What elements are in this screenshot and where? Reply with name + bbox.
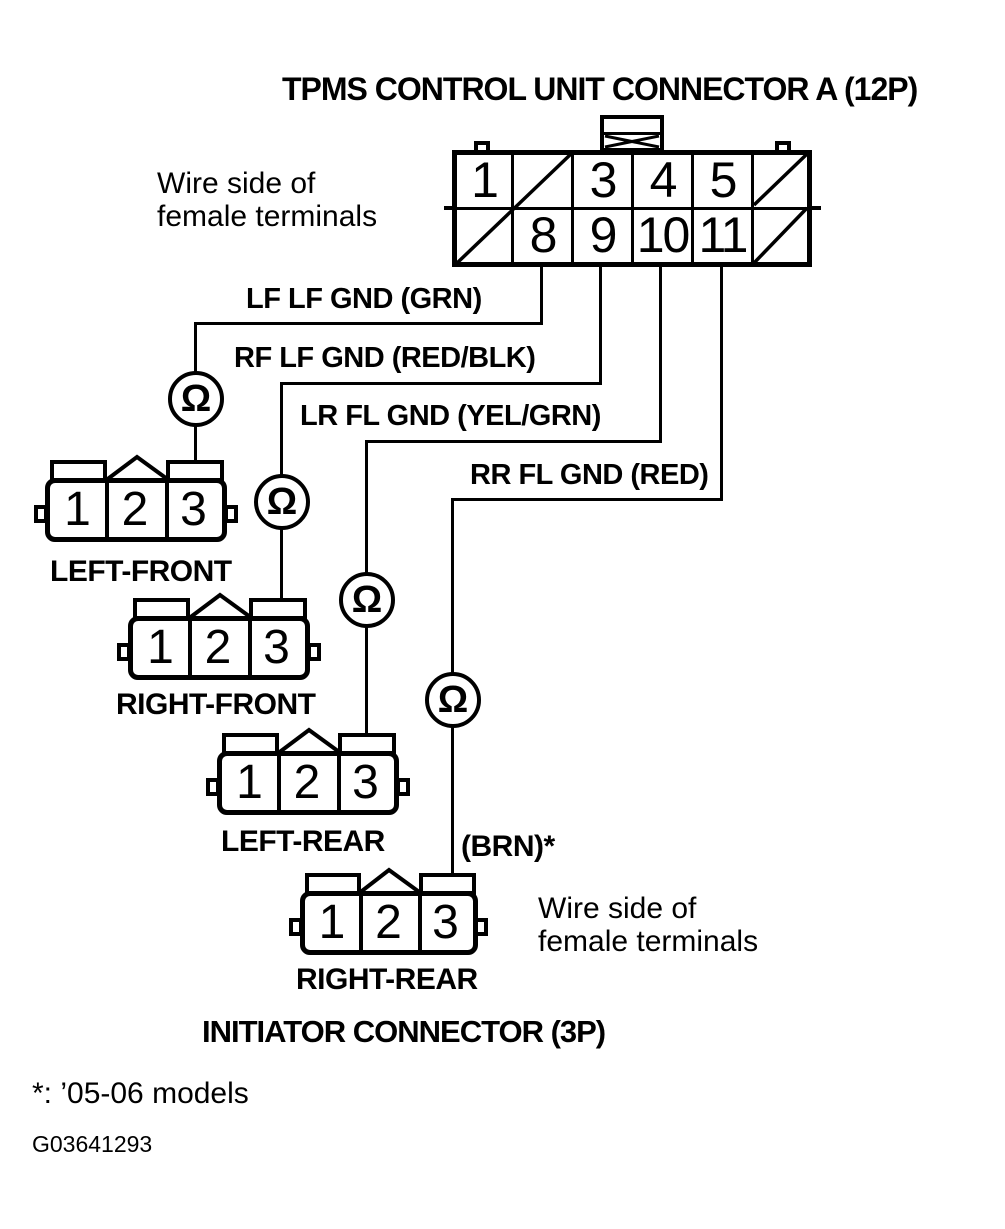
- omega-icon: Ω: [168, 371, 224, 427]
- lf-label: LEFT-FRONT: [50, 555, 232, 588]
- wire-side-note-line1: Wire side of: [538, 892, 697, 925]
- wire-side-note-right: Wire side of female terminals: [538, 892, 758, 958]
- omega-icon: Ω: [339, 572, 395, 628]
- rr-pin-3: 3: [432, 896, 459, 949]
- wire-label-rf: RF LF GND (RED/BLK): [234, 342, 536, 374]
- pin-cell-10: 10: [636, 207, 691, 263]
- pin-divider: [105, 483, 109, 537]
- pin-divider: [165, 483, 169, 537]
- omega-icon: Ω: [254, 474, 310, 530]
- omega-glyph: Ω: [180, 377, 212, 420]
- rf-pin-1: 1: [147, 621, 174, 674]
- wire-10-run: [365, 440, 662, 443]
- initiator-connector-left-rear: 1 2 3: [217, 751, 399, 815]
- pin-divider: [359, 896, 363, 950]
- rr-pin-1: 1: [318, 896, 346, 949]
- pin-divider: [277, 756, 281, 810]
- initiator-title: INITIATOR CONNECTOR (3P): [202, 1014, 606, 1049]
- lrr-pin-2: 2: [293, 756, 321, 809]
- omega-glyph: Ω: [351, 578, 383, 621]
- models-footnote: *: ’05-06 models: [32, 1077, 249, 1110]
- lf-pin-1: 1: [64, 483, 91, 536]
- lrr-pin-1: 1: [236, 756, 263, 809]
- wire-side-note-line1: Wire side of: [157, 167, 316, 200]
- wire-11-drop: [720, 265, 723, 501]
- omega-glyph: Ω: [266, 480, 298, 523]
- lock-tab-x-icon: [604, 135, 660, 148]
- col-divider: [751, 155, 754, 262]
- pin-cell-8: 8: [529, 207, 558, 263]
- rf-pin-2: 2: [204, 621, 232, 674]
- pin-divider: [418, 896, 422, 950]
- wire-8-run: [194, 322, 543, 325]
- pin-cell-9: 9: [589, 207, 618, 263]
- initiator-connector-left-front: 1 2 3: [45, 478, 227, 542]
- omega-icon: Ω: [425, 672, 481, 728]
- wire-10-drop: [659, 265, 662, 443]
- connector-a-right-notch: [811, 206, 821, 210]
- col-divider: [631, 155, 634, 262]
- pin-cell-3: 3: [589, 152, 618, 208]
- pin-divider: [188, 621, 192, 675]
- lrr-label: LEFT-REAR: [221, 825, 385, 858]
- pin-cell-1: 1: [471, 152, 499, 208]
- omega-glyph: Ω: [437, 678, 469, 721]
- wire-9-run: [280, 382, 602, 385]
- wire-8-drop: [540, 265, 543, 325]
- pin-cell-4: 4: [649, 152, 678, 208]
- initiator-connector-right-rear: 1 2 3: [300, 891, 478, 955]
- pin-cell-5: 5: [709, 152, 738, 208]
- wire-11-run: [451, 498, 723, 501]
- rf-label: RIGHT-FRONT: [116, 688, 316, 721]
- lf-pin-3: 3: [180, 483, 207, 536]
- connector-a-lock-tab: [600, 115, 664, 152]
- pin-divider: [248, 621, 252, 675]
- brn-note: (BRN)*: [461, 830, 555, 863]
- wire-label-lr: LR FL GND (YEL/GRN): [300, 400, 601, 432]
- wire-side-note-line2: female terminals: [538, 925, 759, 958]
- wire-label-rr: RR FL GND (RED): [470, 459, 709, 491]
- initiator-connector-right-front: 1 2 3: [128, 616, 310, 680]
- wire-side-note-line2: female terminals: [157, 200, 378, 233]
- lock-tab-divider: [604, 132, 660, 135]
- page-title: TPMS CONTROL UNIT CONNECTOR A (12P): [282, 71, 918, 107]
- lrr-pin-3: 3: [352, 756, 379, 809]
- figure-id: G03641293: [32, 1131, 153, 1157]
- pin-cell-11: 11: [698, 207, 749, 263]
- pin-divider: [337, 756, 341, 810]
- connector-a-body: 1 3 4 5 8 9 10 11: [452, 150, 812, 267]
- rr-label: RIGHT-REAR: [296, 963, 478, 996]
- rr-pin-2: 2: [375, 896, 402, 949]
- rf-pin-3: 3: [263, 621, 290, 674]
- col-divider: [691, 155, 694, 262]
- wire-9-drop: [599, 265, 602, 385]
- connector-a-left-notch: [444, 206, 454, 210]
- wire-side-note-left: Wire side of female terminals: [157, 167, 377, 233]
- wire-label-lf: LF LF GND (GRN): [246, 283, 482, 315]
- lf-pin-2: 2: [121, 483, 149, 536]
